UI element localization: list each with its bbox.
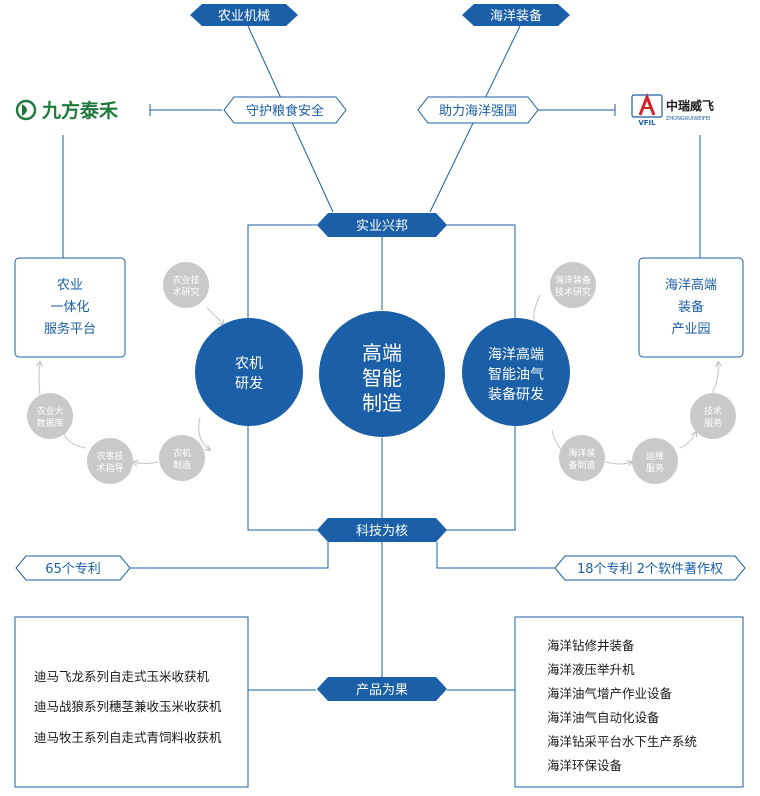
small-circle-om-service-l2: 服务 xyxy=(646,462,664,474)
agri-product-2: 迪马战狼系列穗茎兼收玉米收获机 xyxy=(34,699,222,714)
circle-agri-rd-line2: 研发 xyxy=(235,376,263,392)
small-circle-agri-tech-research: 农业技 术研究 xyxy=(163,262,209,308)
zhongrui-emblem-mark: VFIL xyxy=(638,119,656,127)
small-circle-agri-database-l2: 数据库 xyxy=(36,417,63,429)
box-agri-platform-line3: 服务平台 xyxy=(44,321,96,337)
small-circle-tech-service: 技术 服务 xyxy=(690,393,736,439)
small-circle-tech-service-l1: 技术 xyxy=(704,405,722,417)
banner-agri-machinery-label: 农业机械 xyxy=(218,9,270,24)
box-marine-park-line2: 装备 xyxy=(678,299,704,315)
circle-center-manufacturing: 高端 智能 制造 xyxy=(319,311,445,437)
logo-jiufang-taihe: 九方泰禾 xyxy=(15,99,118,122)
zhongrui-emblem-icon: VFIL xyxy=(631,92,663,127)
tag-right-patents-label: 18个专利 2个软件著作权 xyxy=(577,561,723,577)
circle-agri-rd: 农机 研发 xyxy=(195,318,303,426)
tag-food-security: 守护粮食安全 xyxy=(223,96,347,124)
small-circle-farming-guidance-l2: 术指导 xyxy=(96,462,123,474)
banner-tech-label: 科技为核 xyxy=(356,524,408,539)
logo-zhongrui-weifei-sub: ZHONGRUIWEIFEI xyxy=(666,116,710,122)
agri-product-3: 迪马牧王系列自走式青饲料收获机 xyxy=(34,730,222,745)
tag-ocean-power: 助力海洋强国 xyxy=(417,96,539,124)
small-circle-agri-database-l1: 农业大 xyxy=(36,405,63,417)
banner-product-label: 产品为果 xyxy=(356,683,408,698)
small-circle-agri-manufacturing-l1: 农机 xyxy=(173,447,191,459)
logo-zhongrui-weifei-text: 中瑞威飞 xyxy=(666,98,714,113)
marine-product-5: 海洋钻采平台水下生产系统 xyxy=(547,734,697,749)
circle-marine-rd-line1: 海洋高端 xyxy=(488,346,544,363)
small-circle-agri-tech-research-l2: 术研究 xyxy=(172,286,199,298)
small-circle-agri-manufacturing-l2: 制造 xyxy=(173,459,191,471)
circle-center-line2: 智能 xyxy=(362,366,402,390)
circle-agri-rd-line1: 农机 xyxy=(235,356,263,372)
circle-center-line1: 高端 xyxy=(362,341,402,365)
banner-industry-label: 实业兴邦 xyxy=(356,219,408,234)
box-agri-platform: 农业 一体化 服务平台 xyxy=(14,257,126,358)
marine-product-4: 海洋油气自动化设备 xyxy=(547,710,660,725)
small-circle-marine-manufacturing-l2: 备制造 xyxy=(568,459,595,471)
box-marine-park: 海洋高端 装备 产业园 xyxy=(638,257,744,358)
marine-product-3: 海洋油气增产作业设备 xyxy=(547,686,673,701)
banner-agri-machinery: 农业机械 xyxy=(190,4,298,26)
circle-marine-rd: 海洋高端 智能油气 装备研发 xyxy=(462,318,570,426)
small-circle-marine-tech-research: 海洋装备 技术研究 xyxy=(550,262,596,308)
marine-product-1: 海洋钻修井装备 xyxy=(547,638,635,653)
tag-left-patents: 65个专利 xyxy=(15,555,131,581)
logo-jiufang-taihe-text: 九方泰禾 xyxy=(41,99,118,122)
small-circle-om-service-l1: 运维 xyxy=(646,450,664,462)
small-circle-om-service: 运维 服务 xyxy=(632,438,678,484)
tag-right-patents: 18个专利 2个软件著作权 xyxy=(554,555,746,581)
banner-marine-equipment: 海洋装备 xyxy=(462,4,570,26)
circle-marine-rd-line3: 装备研发 xyxy=(488,386,544,403)
box-agri-platform-line1: 农业 xyxy=(57,278,83,293)
small-circle-marine-manufacturing-l1: 海洋装 xyxy=(568,447,595,459)
jiufang-leaf-icon xyxy=(15,99,37,121)
small-circle-marine-tech-research-l1: 海洋装备 xyxy=(555,274,591,286)
banner-marine-equipment-label: 海洋装备 xyxy=(490,8,542,24)
banner-product: 产品为果 xyxy=(317,677,447,701)
small-circle-farming-guidance-l1: 农事技 xyxy=(96,450,123,462)
small-circle-marine-tech-research-l2: 技术研究 xyxy=(555,286,591,298)
small-circle-tech-service-l2: 服务 xyxy=(704,417,722,429)
tag-ocean-power-label: 助力海洋强国 xyxy=(439,104,517,119)
marine-product-2: 海洋液压举升机 xyxy=(547,662,635,677)
circle-center-line3: 制造 xyxy=(362,391,402,415)
small-circle-agri-tech-research-l1: 农业技 xyxy=(172,274,199,286)
marine-product-6: 海洋环保设备 xyxy=(547,758,623,773)
small-circle-marine-manufacturing: 海洋装 备制造 xyxy=(559,435,605,481)
circle-marine-rd-line2: 智能油气 xyxy=(488,367,544,383)
logo-zhongrui-weifei: VFIL 中瑞威飞 ZHONGRUIWEIFEI xyxy=(631,92,714,127)
box-marine-park-line1: 海洋高端 xyxy=(665,277,717,293)
small-circle-farming-guidance: 农事技 术指导 xyxy=(87,438,133,484)
box-agri-platform-line2: 一体化 xyxy=(50,300,89,315)
small-circle-agri-manufacturing: 农机 制造 xyxy=(159,435,205,481)
box-marine-products: 海洋钻修井装备 海洋液压举升机 海洋油气增产作业设备 海洋油气自动化设备 海洋钻… xyxy=(514,616,744,788)
box-agri-products: 迪马飞龙系列自走式玉米收获机 迪马战狼系列穗茎兼收玉米收获机 迪马牧王系列自走式… xyxy=(14,616,249,788)
tag-left-patents-label: 65个专利 xyxy=(45,562,101,577)
box-marine-park-line3: 产业园 xyxy=(671,322,710,337)
banner-industry: 实业兴邦 xyxy=(317,213,447,237)
agri-product-1: 迪马飞龙系列自走式玉米收获机 xyxy=(34,669,210,684)
tag-food-security-label: 守护粮食安全 xyxy=(246,103,324,119)
banner-tech: 科技为核 xyxy=(317,518,447,542)
small-circle-agri-database: 农业大 数据库 xyxy=(27,393,73,439)
